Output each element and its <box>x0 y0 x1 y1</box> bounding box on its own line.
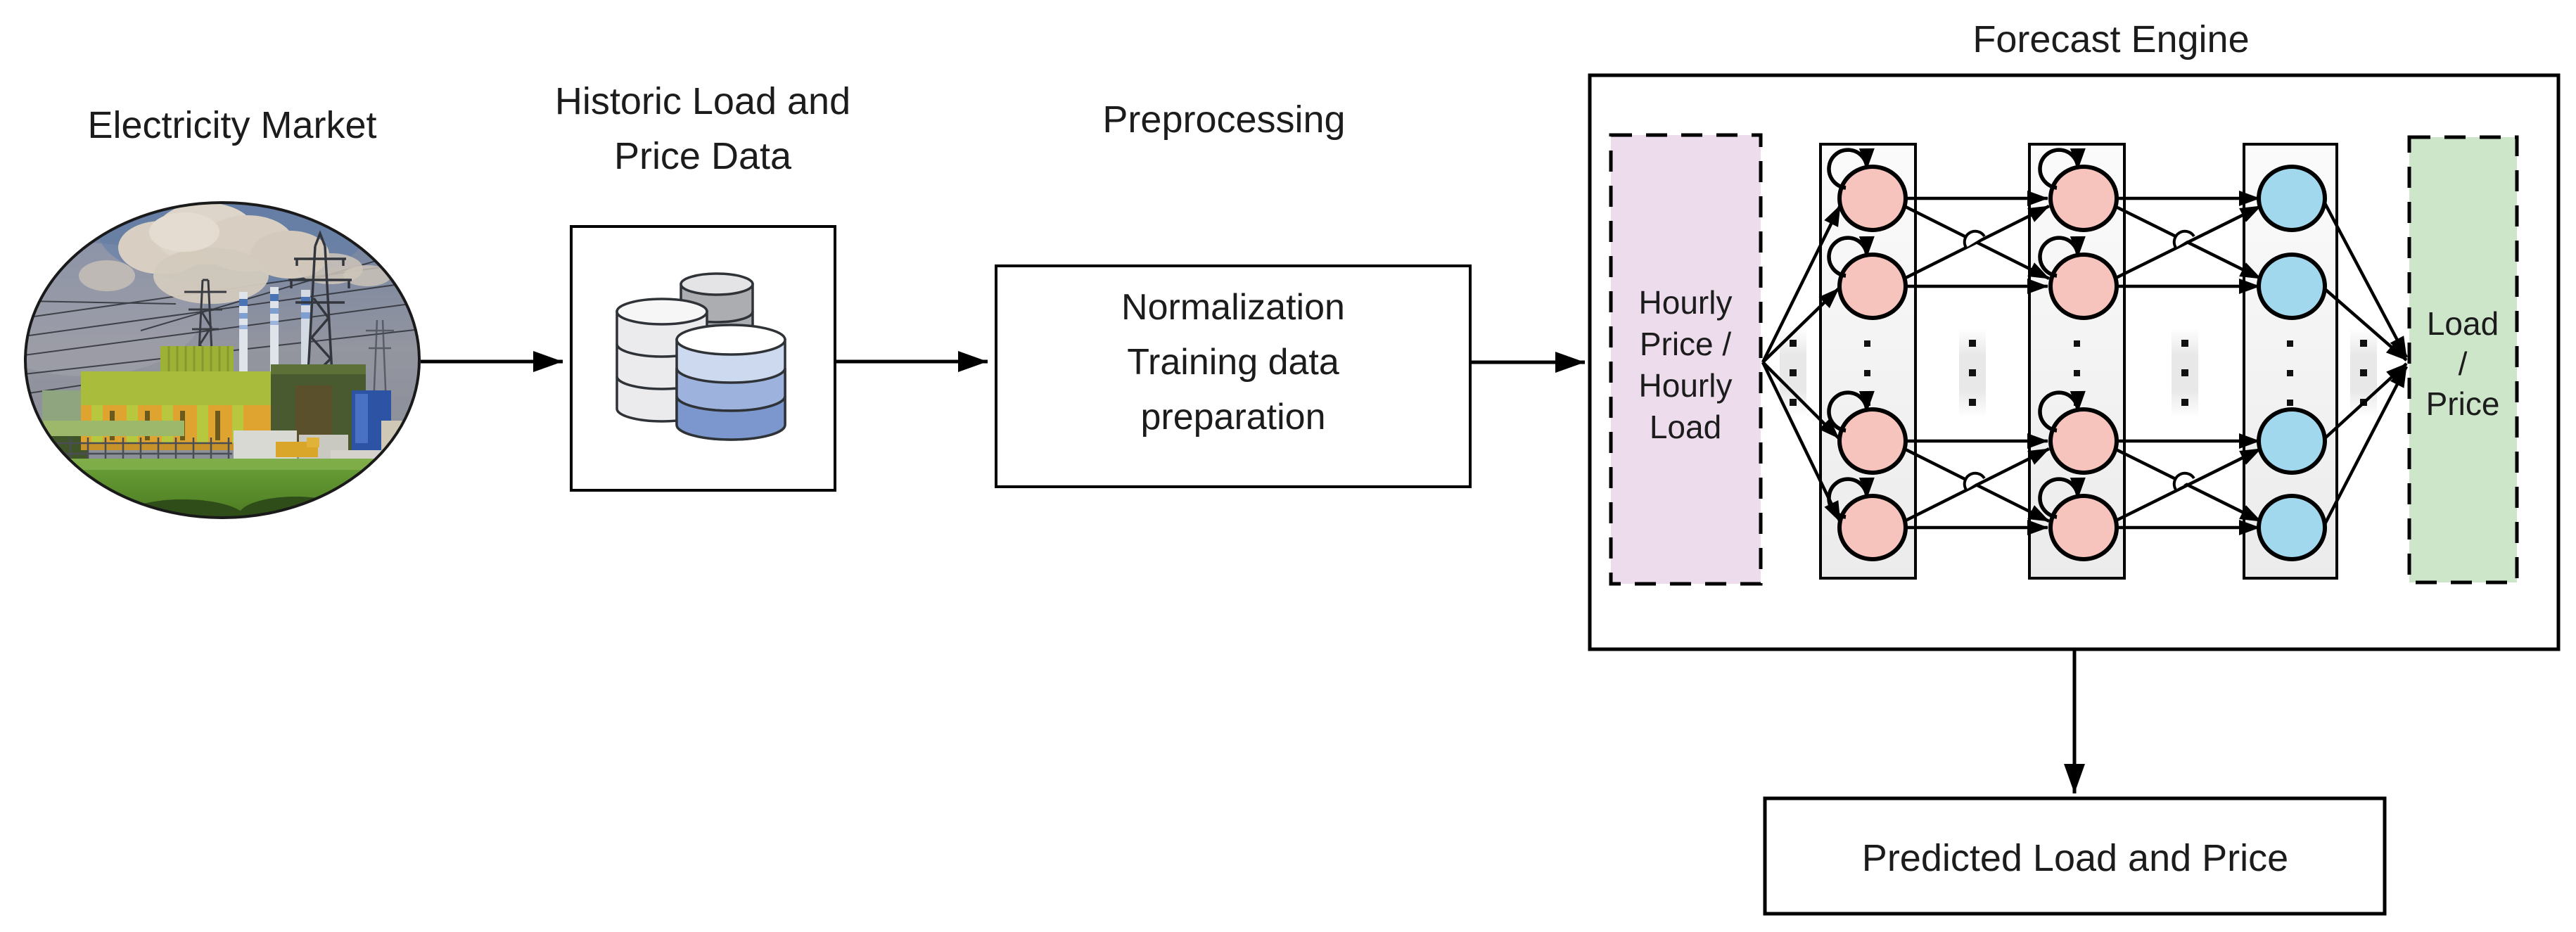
predicted-label: Predicted Load and Price <box>1862 837 2288 879</box>
preprocessing-label: Preprocessing <box>1102 98 1345 141</box>
input-label-line3: Hourly <box>1639 367 1733 404</box>
self-loop-arrows <box>1827 148 1875 519</box>
recurrent-neuron-icon <box>1837 494 1908 561</box>
output-label-line1: Load <box>2427 305 2499 342</box>
preprocessing-body-line1: Normalization <box>1121 287 1345 328</box>
electricity-market-label: Electricity Market <box>87 104 376 146</box>
network-connections <box>1761 191 2408 535</box>
neuron-icon <box>2257 253 2327 320</box>
neuron-icon <box>2257 165 2327 232</box>
preprocessing-body-line3: preparation <box>1140 397 1325 438</box>
power-plant-photo <box>25 203 419 518</box>
electricity-market-node: Electricity Market <box>24 104 421 519</box>
input-label-line2: Price / <box>1640 326 1732 362</box>
recurrent-neuron-icon <box>2048 253 2119 320</box>
predicted-box <box>1763 796 2387 916</box>
input-label-line4: Load <box>1650 409 1721 445</box>
hidden-layer-1-neurons <box>1827 148 1908 561</box>
plant-buildings <box>25 346 419 466</box>
input-label-line1: Hourly <box>1639 284 1733 321</box>
output-layer-neurons <box>2257 165 2327 561</box>
preprocessing-body-line2: Training data <box>1127 342 1339 383</box>
predicted-node: Predicted Load and Price <box>1763 796 2387 916</box>
output-label-line3: Price <box>2426 385 2500 422</box>
steam-cloud <box>79 203 391 304</box>
database-stack-icon <box>616 272 786 441</box>
historic-label-line1: Historic Load and <box>555 80 850 122</box>
recurrent-neuron-icon <box>1837 253 1908 320</box>
recurrent-neuron-icon <box>2048 165 2119 232</box>
recurrent-neuron-icon <box>2048 494 2119 561</box>
neuron-icon <box>2257 494 2327 561</box>
recurrent-neuron-icon <box>1837 165 1908 232</box>
preprocessing-node: Preprocessing Normalization Training dat… <box>995 98 1472 488</box>
photo-oval-border <box>24 201 421 519</box>
grass-strip <box>25 459 419 470</box>
self-loop-arrows <box>2038 148 2086 519</box>
forecast-output-box: Load / Price <box>2407 135 2519 585</box>
recurrent-neuron-icon <box>1837 407 1908 475</box>
output-label-line2: / <box>2459 345 2468 382</box>
forecast-engine-label: Forecast Engine <box>1972 18 2249 60</box>
forecast-engine-node: Forecast Engine <box>1588 18 2561 651</box>
forecast-input-box: Hourly Price / Hourly Load <box>1609 133 1763 586</box>
hidden-layer-2-neurons <box>2038 148 2119 561</box>
line-jump-hops <box>1963 229 2195 491</box>
historic-label-line2: Price Data <box>614 135 792 177</box>
neuron-icon <box>2257 407 2327 475</box>
historic-data-node: Historic Load and Price Data <box>555 80 850 492</box>
preprocessing-box <box>995 264 1472 488</box>
recurrent-neuron-icon <box>2048 407 2119 475</box>
